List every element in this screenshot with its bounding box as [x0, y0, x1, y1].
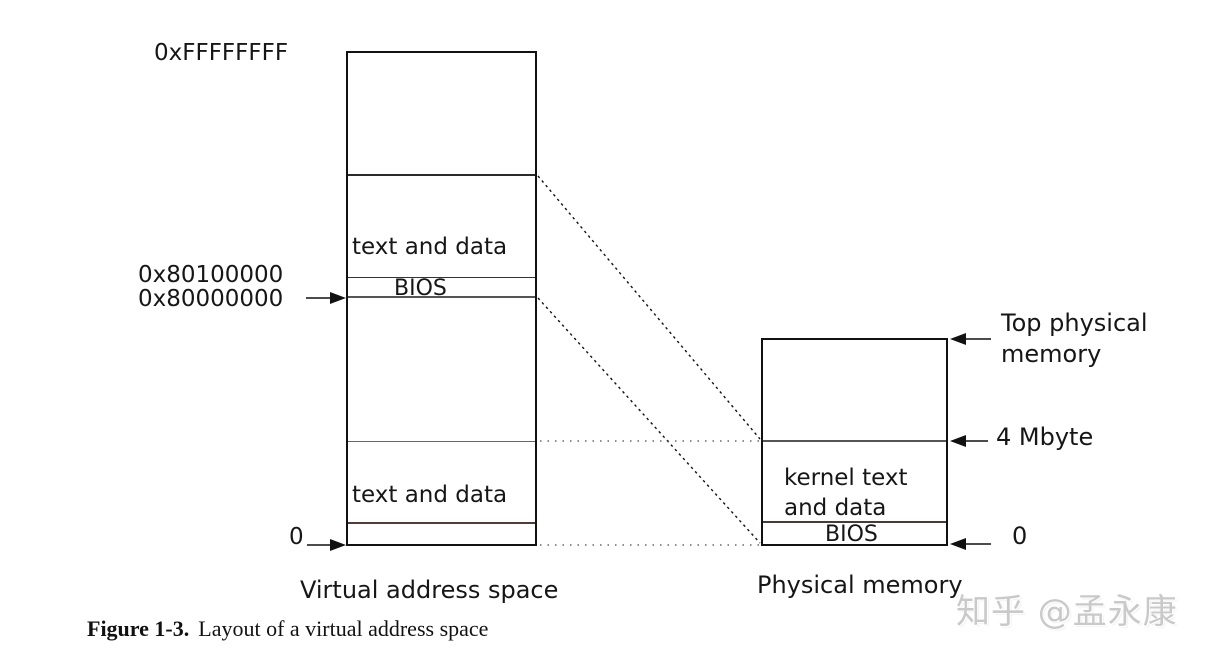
label-top-physical-memory: Top physical memory	[1001, 309, 1148, 368]
virtual-4mbyte-line	[348, 441, 535, 442]
virtual-region-lower-label: text and data	[352, 482, 508, 508]
arrow-head-4mbyte	[950, 435, 966, 447]
arrow-head-virtual-zero	[330, 539, 346, 551]
mapping-diagonal-high	[537, 175, 761, 440]
virtual-user-bios-line	[348, 522, 535, 524]
virtual-0x80100000-line	[348, 277, 535, 278]
address-label-0x80000000: 0x80000000	[138, 286, 284, 312]
physical-region-kernel-label: kernel text and data	[784, 465, 908, 521]
arrow-head-top-physical	[950, 333, 966, 345]
label-physical-zero: 0	[1012, 522, 1028, 550]
virtual-region-bios-label: BIOS	[394, 276, 447, 301]
figure-caption-text: Layout of a virtual address space	[198, 616, 489, 641]
label-4mbyte: 4 Mbyte	[996, 423, 1094, 451]
physical-4mbyte-line	[763, 440, 946, 442]
watermark-text: 知乎 @孟永康	[956, 592, 1178, 632]
physical-axis-label: Physical memory	[757, 571, 963, 599]
virtual-axis-label: Virtual address space	[300, 576, 559, 604]
arrow-head-0x80000000	[330, 292, 346, 304]
physical-memory-box	[761, 338, 948, 546]
virtual-kernel-top-line	[348, 174, 535, 176]
address-label-virtual-zero: 0	[289, 524, 304, 550]
mapping-diagonal-low	[537, 297, 761, 544]
physical-region-bios-label: BIOS	[825, 522, 878, 547]
virtual-address-space-box	[346, 51, 537, 546]
virtual-0x80000000-line	[348, 296, 535, 298]
figure-caption: Figure 1-3. Layout of a virtual address s…	[87, 616, 488, 642]
arrow-head-physical-zero	[950, 538, 966, 550]
figure-caption-number: Figure 1-3.	[87, 616, 190, 641]
address-label-top: 0xFFFFFFFF	[154, 40, 289, 66]
virtual-region-upper-label: text and data	[352, 234, 508, 260]
physical-bios-line	[763, 521, 946, 523]
address-label-0x80100000: 0x80100000	[138, 262, 284, 288]
